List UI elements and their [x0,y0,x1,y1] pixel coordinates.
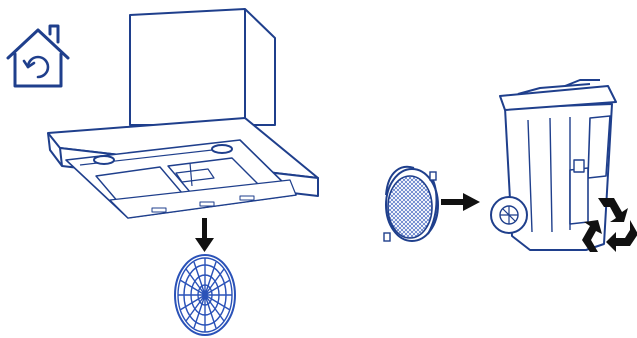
hood-light-left [93,155,115,165]
arrow-right-icon [441,193,480,211]
hood-light-right [211,144,233,154]
recycle-icon [582,198,637,252]
range-hood-illustration [47,8,319,219]
hood-chimney [129,8,276,126]
round-carbon-filter [383,165,439,242]
round-grease-filter [174,254,236,336]
arrow-down-icon [195,218,214,252]
home-refresh-icon [6,24,70,88]
bin-lid [499,85,617,111]
wheeled-waste-bin-illustration [490,79,617,251]
